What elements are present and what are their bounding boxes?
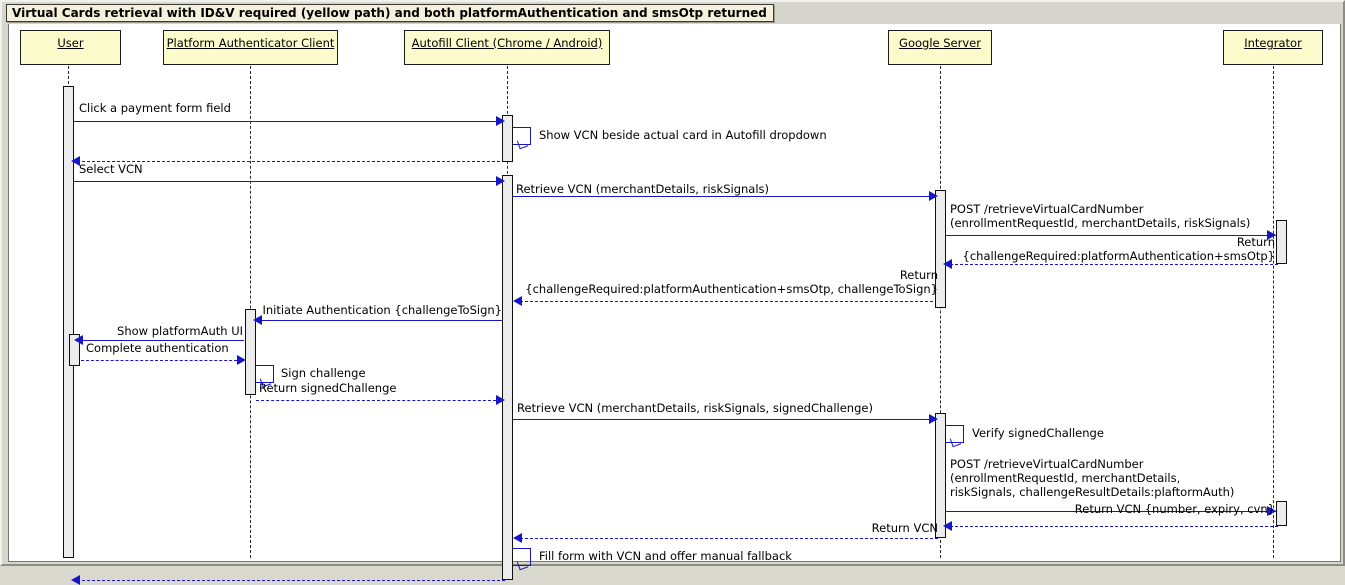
message-14-arrow	[929, 414, 938, 424]
message-6-label: POST /retrieveVirtualCardNumber (enrollm…	[950, 202, 1251, 230]
message-16-line	[946, 511, 1278, 512]
activation-google-2	[935, 413, 946, 538]
message-3-line	[77, 161, 505, 162]
message-8-line	[520, 301, 938, 302]
participant-user-label: User	[57, 36, 84, 50]
message-11-arrow	[237, 355, 246, 365]
diagram-title-tab: Virtual Cards retrieval with ID&V requir…	[6, 4, 774, 22]
message-17-label: Return VCN {number, expiry, cvn}	[1074, 502, 1275, 516]
activation-autofill-1	[502, 115, 513, 162]
activation-platformauth	[245, 309, 256, 395]
message-18-arrow	[513, 533, 522, 543]
message-14-label: Retrieve VCN (merchantDetails, riskSigna…	[517, 401, 873, 415]
message-1-label: Click a payment form field	[79, 101, 231, 115]
message-10-line	[81, 340, 244, 341]
message-11-label: Complete authentication	[86, 341, 229, 355]
message-12-label: Sign challenge	[281, 366, 366, 380]
activation-user-main	[63, 86, 74, 558]
message-15-label: Verify signedChallenge	[972, 426, 1104, 440]
activation-integrator-1	[1276, 220, 1287, 264]
participant-google-server[interactable]: Google Server	[888, 30, 992, 65]
participant-user[interactable]: User	[20, 30, 121, 65]
activation-user-auth	[69, 334, 80, 366]
message-12-selfloop	[256, 365, 274, 383]
message-20-arrow	[71, 575, 80, 585]
activation-integrator-2	[1276, 501, 1287, 526]
message-20-line	[77, 580, 505, 581]
message-2-label: Show VCN beside actual card in Autofill …	[539, 128, 827, 142]
message-3-arrow	[71, 156, 80, 166]
message-17-arrow	[943, 521, 952, 531]
participant-google-server-label: Google Server	[899, 36, 981, 50]
message-9-label: Initiate Authentication {challengeToSign…	[262, 303, 502, 317]
message-6-arrow	[1267, 230, 1276, 240]
message-1-arrow	[496, 116, 505, 126]
message-13-label: Return signedChallenge	[259, 381, 397, 395]
message-9-line	[259, 320, 502, 321]
message-2-selfloop	[513, 127, 531, 145]
message-19-label: Fill form with VCN and offer manual fall…	[539, 549, 792, 563]
participant-autofill-client-label: Autofill Client (Chrome / Android)	[411, 36, 603, 50]
message-5-line	[513, 196, 938, 197]
participant-integrator[interactable]: Integrator	[1223, 30, 1323, 65]
lifeline-google	[940, 66, 941, 558]
participant-platform-authenticator-client[interactable]: Platform Authenticator Client	[163, 30, 338, 65]
lifeline-integrator	[1273, 66, 1274, 558]
message-18-line	[520, 538, 938, 539]
participant-autofill-client[interactable]: Autofill Client (Chrome / Android)	[404, 30, 610, 65]
message-17-line	[950, 526, 1278, 527]
message-13-line	[256, 400, 501, 401]
message-7-label: Return {challengeRequired:platformAuthen…	[962, 235, 1275, 263]
participant-integrator-label: Integrator	[1244, 36, 1302, 50]
participant-platform-authenticator-client-label: Platform Authenticator Client	[166, 36, 335, 50]
activation-google-1	[935, 190, 946, 308]
message-5-arrow	[929, 191, 938, 201]
message-8-label: Return {challengeRequired:platformAuthen…	[525, 268, 938, 296]
message-13-arrow	[496, 395, 505, 405]
activation-autofill-2	[502, 175, 513, 580]
message-8-arrow	[513, 296, 522, 306]
message-16-arrow	[1267, 506, 1276, 516]
message-7-arrow	[943, 259, 952, 269]
message-16-label: POST /retrieveVirtualCardNumber (enrollm…	[950, 457, 1235, 499]
message-6-line	[946, 235, 1278, 236]
message-18-label: Return VCN	[871, 521, 938, 535]
message-4-arrow	[496, 176, 505, 186]
message-14-line	[513, 419, 938, 420]
diagram-title: Virtual Cards retrieval with ID&V requir…	[12, 6, 767, 20]
message-9-arrow	[253, 315, 262, 325]
message-5-label: Retrieve VCN (merchantDetails, riskSigna…	[516, 182, 769, 196]
diagram-canvas: Click a payment form field Show VCN besi…	[8, 24, 1341, 585]
message-15-selfloop	[946, 425, 964, 443]
message-10-arrow	[74, 335, 83, 345]
message-7-line	[950, 264, 1278, 265]
message-4-line	[69, 181, 505, 182]
message-4-label: Select VCN	[79, 162, 143, 176]
message-10-label: Show platformAuth UI	[117, 324, 243, 338]
message-1-line	[69, 121, 505, 122]
message-11-line	[81, 360, 242, 361]
